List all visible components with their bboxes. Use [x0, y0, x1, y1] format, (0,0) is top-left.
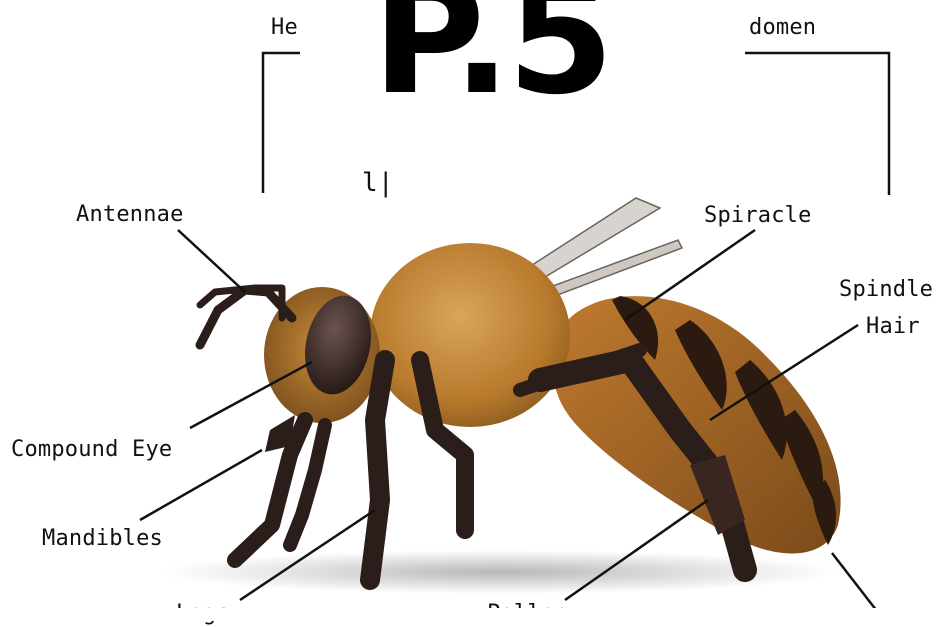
label-head: He — [271, 14, 298, 41]
leader-antennae — [178, 230, 245, 292]
label-thorax-fragment: l| — [362, 170, 394, 197]
label-abdomen: domen — [749, 14, 816, 41]
label-compound-eye: Compound Eye — [11, 436, 172, 463]
label-spindle-hair-2: Hair — [866, 313, 920, 340]
label-mandibles: Mandibles — [42, 525, 163, 552]
label-antennae: Antennae — [76, 201, 184, 228]
label-spindle-hair-1: Spindle — [839, 276, 933, 303]
thorax — [370, 243, 570, 427]
head-bracket — [263, 53, 300, 193]
leader-tail — [832, 553, 880, 615]
bottom-crop — [0, 608, 948, 621]
abdomen — [552, 296, 840, 554]
overlay-title: P.5 — [372, 0, 610, 120]
label-spiracle: Spiracle — [704, 202, 812, 229]
abdomen-bracket — [745, 53, 889, 195]
